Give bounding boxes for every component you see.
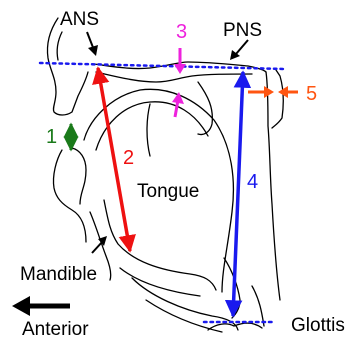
mandible-pointer-icon xyxy=(92,236,107,253)
measure-5-arrows xyxy=(248,86,298,98)
pns-pointer-icon xyxy=(230,40,248,60)
pns-label: PNS xyxy=(223,20,262,41)
measure-1-number: 1 xyxy=(46,126,57,148)
glottis-label: Glottis xyxy=(291,315,345,336)
measure-2-number: 2 xyxy=(123,147,134,169)
measure-5-number: 5 xyxy=(306,83,317,105)
measure-4-arrow xyxy=(233,72,243,316)
tongue-label: Tongue xyxy=(137,181,199,202)
mandible-label: Mandible xyxy=(20,264,97,285)
ans-pointer-icon xyxy=(87,32,98,56)
anterior-label: Anterior xyxy=(22,319,89,340)
measure-4-number: 4 xyxy=(247,171,258,193)
left-arrow-icon xyxy=(12,296,70,316)
measure-3-number: 3 xyxy=(176,21,187,43)
ans-label: ANS xyxy=(60,9,99,30)
